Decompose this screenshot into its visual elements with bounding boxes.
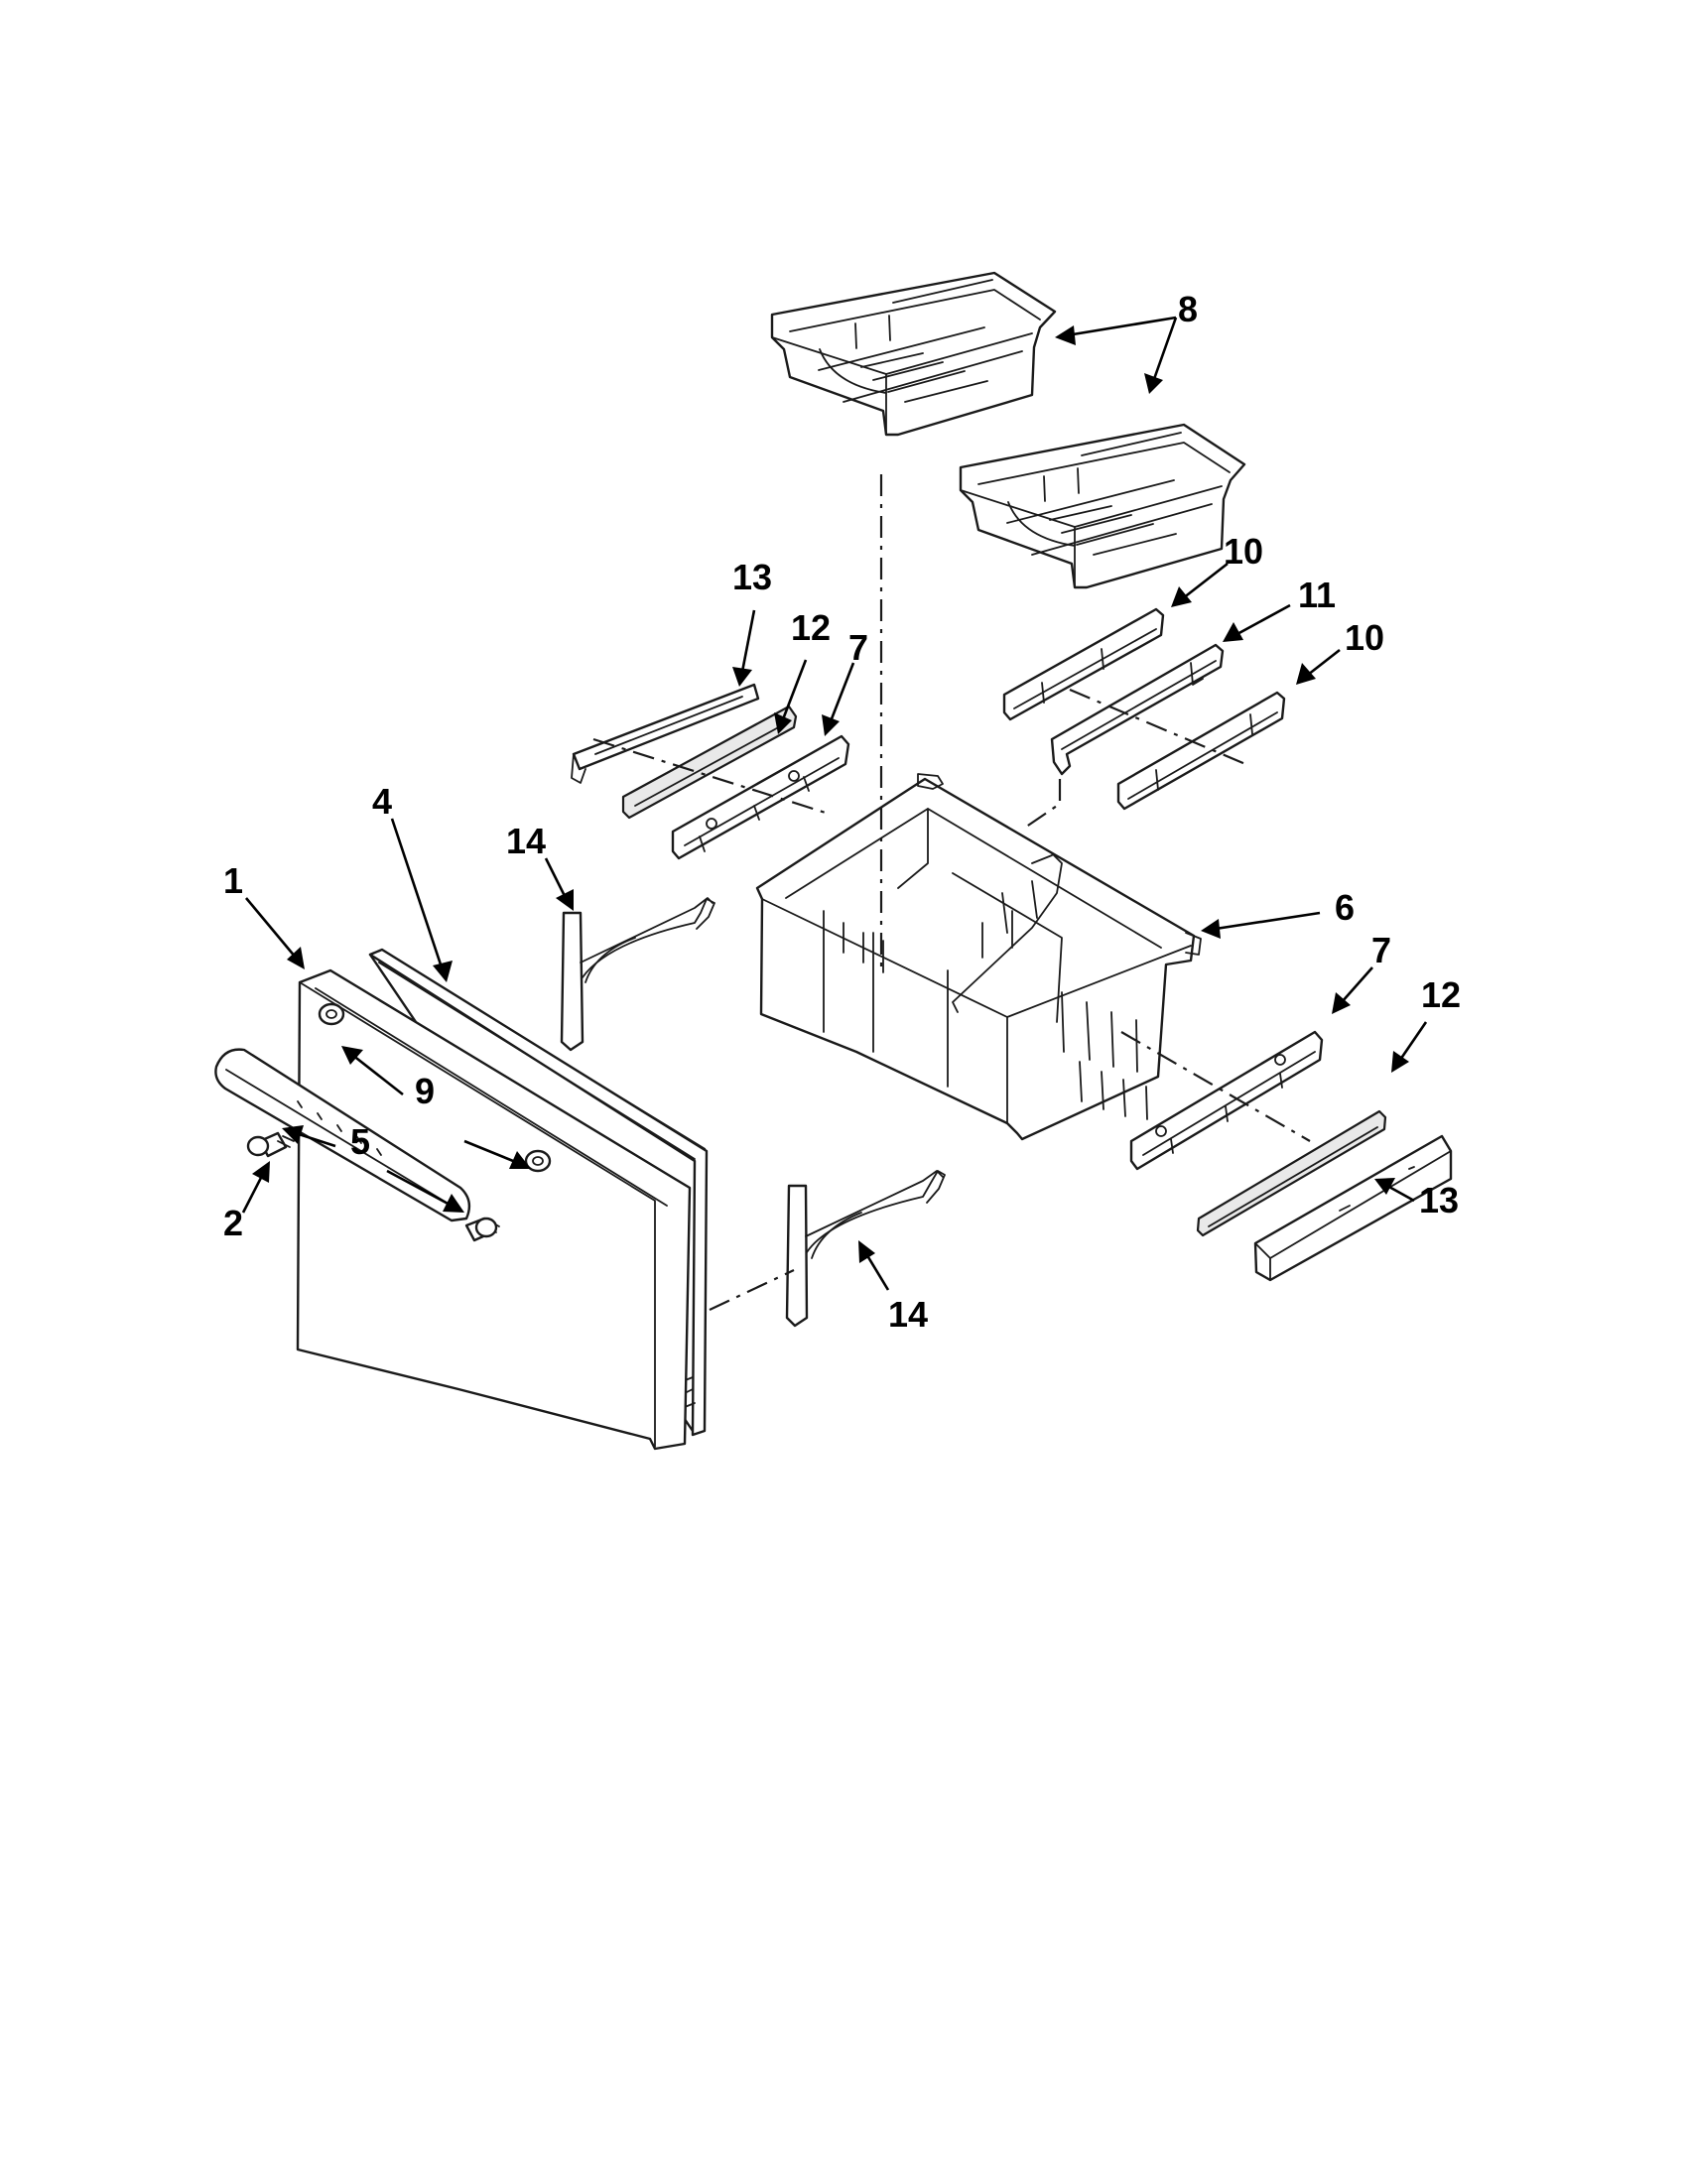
callout-10-upper: 10: [1224, 531, 1263, 572]
bracket-14-upper: [560, 897, 715, 1052]
center-rail-11: [1050, 643, 1225, 776]
callout-8: 8: [1178, 289, 1198, 329]
callout-9: 9: [415, 1071, 435, 1111]
slide-rail-10-lower: [1116, 691, 1286, 811]
callout-7-upper: 7: [848, 627, 868, 668]
upper-bin-right: [959, 423, 1246, 589]
callout-7-lower: 7: [1371, 930, 1391, 970]
dash-basket-to-lower-rails: [1120, 1031, 1311, 1142]
rail-7-upper: [671, 734, 850, 860]
callout-5: 5: [350, 1121, 370, 1162]
rail-12-lower: [1196, 1109, 1387, 1237]
callout-2: 2: [223, 1203, 243, 1243]
callout-13-upper: 13: [732, 557, 772, 597]
callout-4: 4: [372, 781, 392, 822]
callout-1: 1: [223, 860, 243, 901]
callout-11: 11: [1298, 575, 1336, 615]
callout-labels: 8 13 12 7 10 11 10 14 4 1 6 7 12 9 5 2 1…: [223, 289, 1461, 1335]
dash-upper-right-rails: [1069, 688, 1246, 766]
callout-13-lower: 13: [1419, 1180, 1459, 1220]
leaders: [241, 316, 1428, 1291]
dash-rail11-to-basket: [1021, 779, 1062, 831]
dash-door-to-bracket: [709, 1269, 795, 1311]
alignment-lines: [592, 474, 1311, 1311]
callout-6: 6: [1335, 887, 1355, 928]
callout-14-upper: 14: [506, 821, 546, 861]
slide-rail-10-upper: [1002, 607, 1165, 721]
handle-mount-9-lower: [524, 1149, 552, 1173]
door-panel-1: [296, 968, 692, 1451]
upper-bin-left: [770, 271, 1057, 437]
door-handle-2: [214, 1048, 471, 1222]
callout-12-lower: 12: [1421, 974, 1461, 1015]
handle-screw-5-mid: [246, 1135, 498, 1238]
door-gasket-4: [368, 948, 709, 1437]
rail-cover-13-upper: [571, 683, 760, 784]
callout-10-lower: 10: [1345, 617, 1384, 658]
rail-7-lower: [1129, 1030, 1324, 1171]
freezer-basket-6: [755, 773, 1202, 1141]
handle-mount-9-upper: [318, 1002, 345, 1026]
callout-14-lower: 14: [888, 1294, 928, 1335]
bracket-14-lower: [785, 1170, 946, 1328]
callout-12-upper: 12: [791, 607, 831, 648]
